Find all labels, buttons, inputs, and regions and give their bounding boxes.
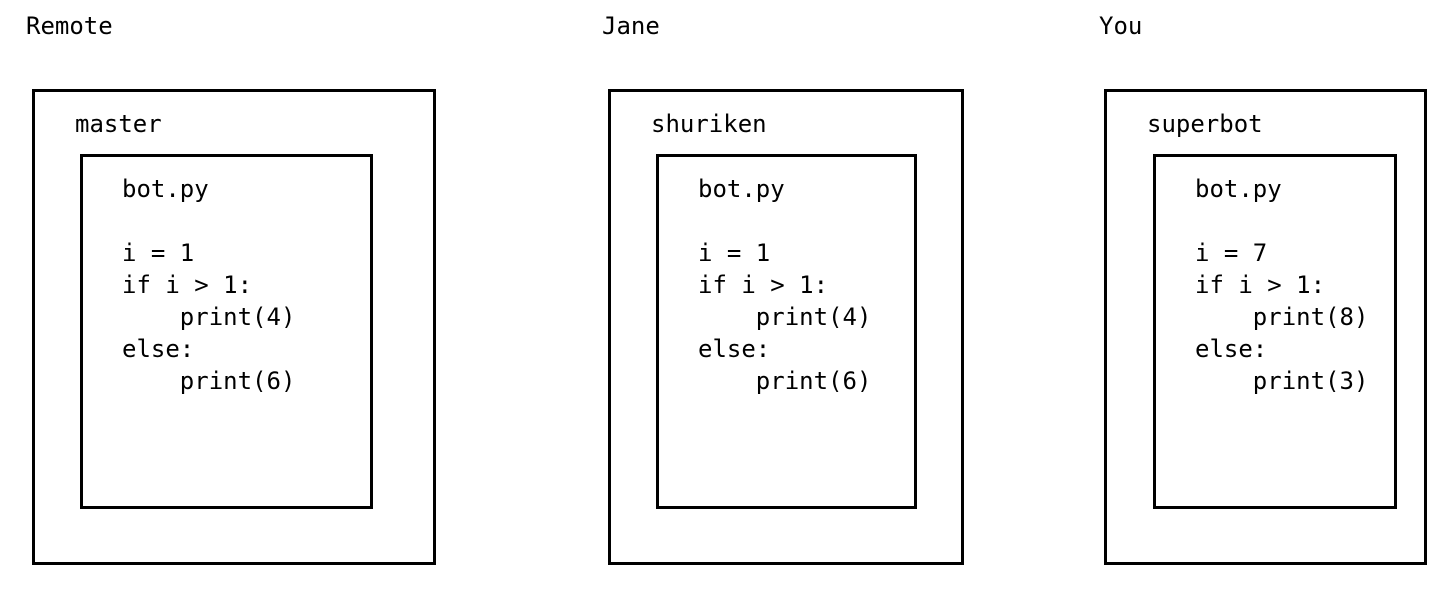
code-line: if i > 1: — [698, 271, 829, 299]
branch-box: shuriken bot.py i = 1 if i > 1: print(4) e… — [608, 89, 964, 565]
code-line: print(4) — [122, 303, 296, 331]
code-line: print(6) — [122, 367, 296, 395]
code-block: i = 1 if i > 1: print(4) else: print(6) — [122, 237, 295, 397]
column-heading: You — [1099, 12, 1143, 40]
file-name: bot.py — [698, 175, 785, 203]
code-block: i = 1 if i > 1: print(4) else: print(6) — [698, 237, 871, 397]
file-box: bot.py i = 1 if i > 1: print(4) else: prin… — [80, 154, 373, 509]
code-line: print(6) — [698, 367, 872, 395]
column-heading: Jane — [602, 12, 660, 40]
file-name: bot.py — [122, 175, 209, 203]
column-heading: Remote — [26, 12, 113, 40]
file-name: bot.py — [1195, 175, 1282, 203]
code-line: i = 7 — [1195, 239, 1268, 267]
file-box: bot.py i = 1 if i > 1: print(4) else: prin… — [656, 154, 917, 509]
code-block: i = 7 if i > 1: print(8) else: print(3) — [1195, 237, 1368, 397]
branch-name: superbot — [1147, 110, 1263, 138]
branch-name: master — [75, 110, 162, 138]
code-line: print(8) — [1195, 303, 1369, 331]
branch-box: superbot bot.py i = 7 if i > 1: print(8) e… — [1104, 89, 1427, 565]
code-line: else: — [698, 335, 771, 363]
code-line: print(3) — [1195, 367, 1369, 395]
code-line: i = 1 — [698, 239, 771, 267]
code-line: else: — [1195, 335, 1268, 363]
file-box: bot.py i = 7 if i > 1: print(8) else: prin… — [1153, 154, 1397, 509]
code-line: if i > 1: — [1195, 271, 1326, 299]
code-line: i = 1 — [122, 239, 195, 267]
code-line: if i > 1: — [122, 271, 253, 299]
branch-box: master bot.py i = 1 if i > 1: print(4) els… — [32, 89, 436, 565]
code-line: else: — [122, 335, 195, 363]
branch-name: shuriken — [651, 110, 767, 138]
code-line: print(4) — [698, 303, 872, 331]
